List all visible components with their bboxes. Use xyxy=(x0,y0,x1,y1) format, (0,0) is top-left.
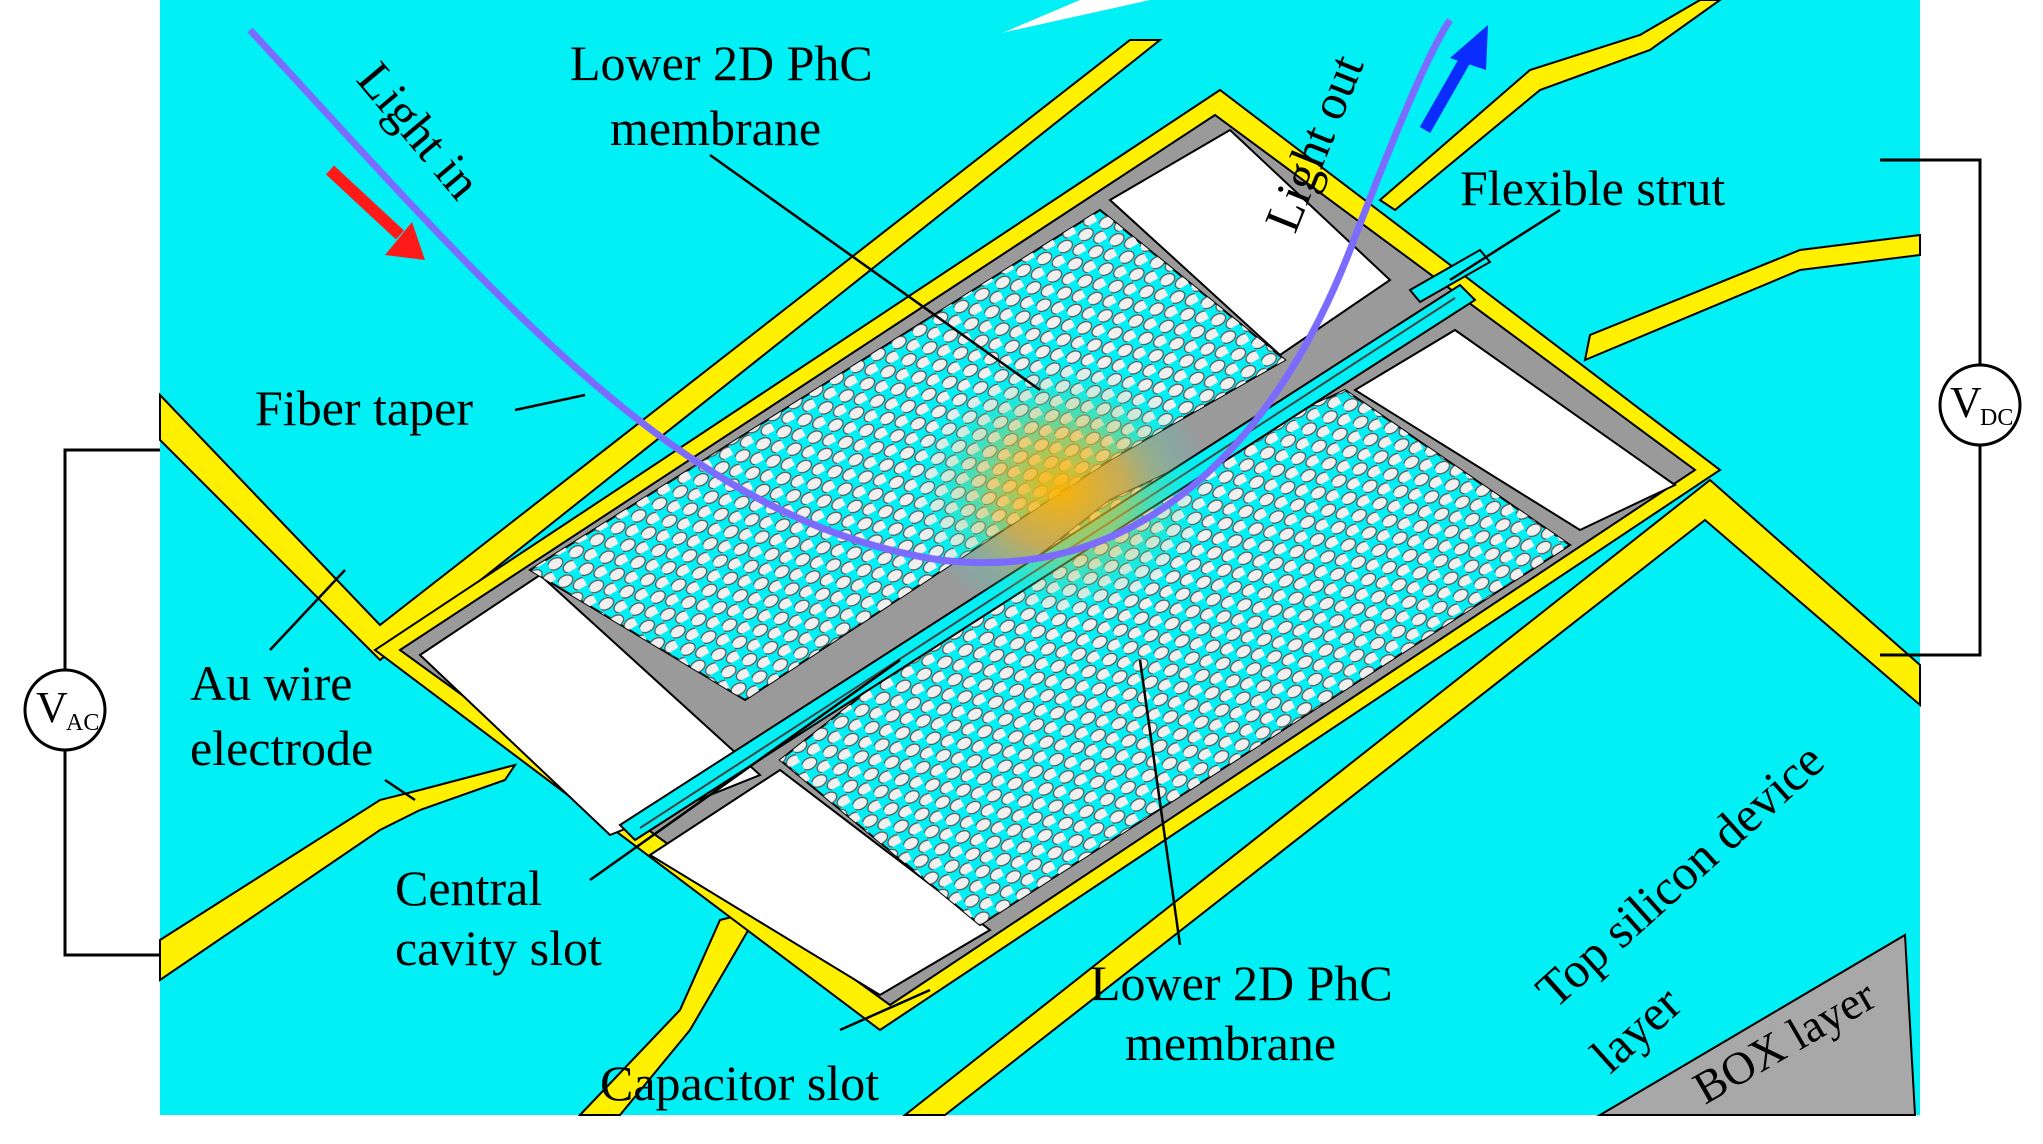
phc-membrane-upper-holes xyxy=(530,210,1285,700)
optical-mode-glow xyxy=(910,360,1210,620)
leader-lines xyxy=(269,153,1561,1032)
au-wire-electrode-lower-left xyxy=(159,763,518,982)
flexible-strut-label: Flexible strut xyxy=(1460,160,1725,216)
lower-phc-top-line1: Lower 2D PhC xyxy=(570,35,873,91)
fiber-taper-label: Fiber taper xyxy=(255,380,473,436)
box-layer-strip xyxy=(1596,933,1917,1116)
fiber-taper xyxy=(247,18,1453,567)
au-wire-line2: electrode xyxy=(190,720,373,776)
vdc-main: V xyxy=(1950,378,1982,427)
vac-source: V AC xyxy=(23,448,160,957)
vac-main: V xyxy=(36,683,68,732)
etched-through-bottom xyxy=(648,768,992,997)
central-cavity-line1: Central xyxy=(395,860,542,916)
au-wire-electrode-right xyxy=(902,478,1921,1116)
etched-through-right xyxy=(1353,328,1677,532)
phc-membrane-lower-holes xyxy=(780,390,1570,925)
au-wire-electrode-left xyxy=(159,39,1163,662)
vdc-sub: DC xyxy=(1980,405,2013,431)
light-in-arrow xyxy=(325,165,425,260)
etched-through-left xyxy=(418,573,762,837)
flexible-strut-strip xyxy=(1408,248,1492,304)
capacitor-slot-label: Capacitor slot xyxy=(600,1055,879,1111)
lower-phc-bottom-line2: membrane xyxy=(1125,1015,1336,1071)
etched-through-top xyxy=(1108,128,1392,357)
au-wire-line1: Au wire xyxy=(190,655,352,711)
lower-phc-bottom-line1: Lower 2D PhC xyxy=(1090,955,1393,1011)
vdc-source: V DC xyxy=(1880,158,2022,657)
upper-left-pad xyxy=(160,0,1080,390)
light-out-arrow xyxy=(1419,25,1488,133)
au-wire-electrode-upper-right xyxy=(1583,233,1921,362)
vac-sub: AC xyxy=(66,710,99,736)
au-wire-electrode-top-right xyxy=(1378,0,1722,212)
central-cavity-line2: cavity slot xyxy=(395,920,602,976)
lower-phc-top-line2: membrane xyxy=(610,100,821,156)
